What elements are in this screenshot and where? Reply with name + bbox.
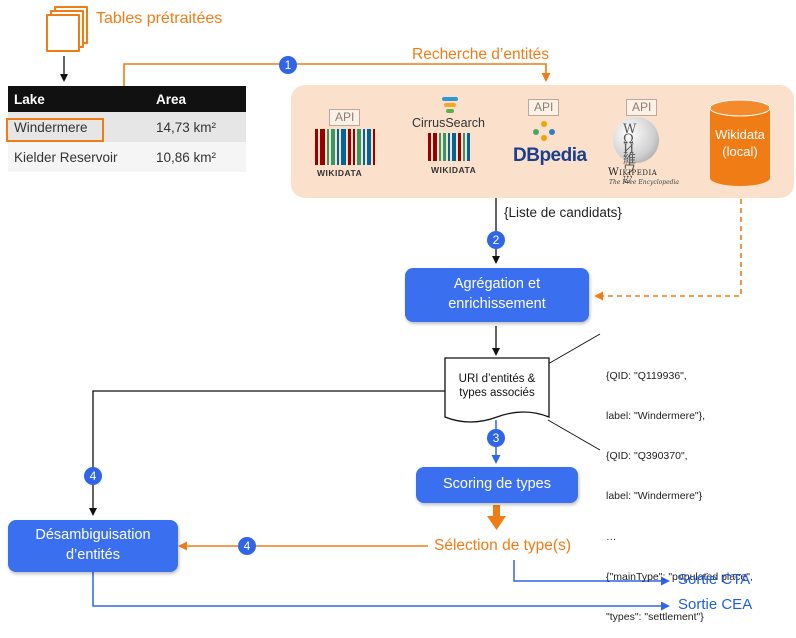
disambiguation-box: Désambiguisation d’entités: [8, 520, 178, 572]
wikipedia-sub: The Free Encyclopedia: [609, 179, 679, 186]
scoring-box: Scoring de types: [416, 467, 578, 503]
wikidata-local-database-icon: [709, 99, 771, 186]
api-tag: API: [626, 99, 658, 116]
lake-table: Lake Area Windermere 14,73 km² Kielder R…: [8, 86, 246, 172]
windermere-highlight: [6, 118, 104, 142]
wikidata-caption: WIKIDATA: [317, 168, 363, 178]
cell-lake: Kielder Reservoir: [8, 142, 150, 172]
wikidata-logo-icon: [315, 129, 375, 165]
step-4-badge: 4: [84, 467, 102, 485]
code-line: {QID: "Q390370",: [606, 450, 688, 463]
cell-lake: Windermere: [8, 112, 150, 142]
wikipedia-label: Wikipedia: [608, 166, 658, 178]
tables-label: Tables prétraitées: [96, 10, 223, 27]
api-tag: API: [329, 109, 361, 126]
code-line: {"mainType": "populated place",: [606, 570, 753, 583]
wikidata-caption: WIKIDATA: [431, 165, 477, 175]
code-line: "types": "settlement"}: [606, 611, 704, 624]
tables-stack-icon: [44, 6, 88, 52]
wikidata-logo-icon: [428, 133, 470, 161]
cirrussearch-label: CirrusSearch: [412, 116, 485, 130]
api-tag: API: [528, 99, 560, 116]
cell-area: 14,73 km²: [150, 112, 246, 142]
table-row: Windermere 14,73 km²: [8, 112, 246, 142]
uri-document-shape: [444, 357, 550, 423]
wikidata-local-label: Wikidata (local): [715, 127, 765, 159]
step-1-badge: 1: [279, 56, 297, 74]
step-3-badge: 3: [487, 429, 505, 447]
cell-area: 10,86 km²: [150, 142, 246, 172]
output-cea-label: Sortie CEA: [678, 596, 753, 613]
step-2-badge: 2: [487, 231, 505, 249]
candidate-json-snippet: {QID: "Q119936", label: "Windermere"}, {…: [606, 343, 753, 638]
step-2-label: {Liste de candidats}: [504, 205, 622, 220]
table-header-row: Lake Area: [8, 86, 246, 112]
column-header-lake: Lake: [8, 86, 150, 112]
code-line: label: "Windermere"},: [606, 410, 706, 423]
code-line: label: "Windermere"}: [606, 490, 703, 503]
step-4-badge: 4: [238, 537, 256, 555]
aggregation-box: Agrégation et enrichissement: [405, 268, 589, 322]
dbpedia-label: DBpedia: [513, 145, 587, 166]
output-cta-label: Sortie CTA: [678, 571, 751, 588]
step-1-label: Recherche d’entités: [412, 46, 549, 63]
column-header-area: Area: [150, 86, 246, 112]
uri-document-label: URI d’entités & types associés: [458, 373, 536, 399]
code-line: {QID: "Q119936",: [606, 369, 687, 382]
code-line: …: [606, 530, 617, 543]
cirrussearch-icon: [442, 97, 458, 113]
table-row: Kielder Reservoir 10,86 km²: [8, 142, 246, 172]
dbpedia-icon: [531, 121, 557, 143]
selection-label: Sélection de type(s): [434, 537, 571, 554]
